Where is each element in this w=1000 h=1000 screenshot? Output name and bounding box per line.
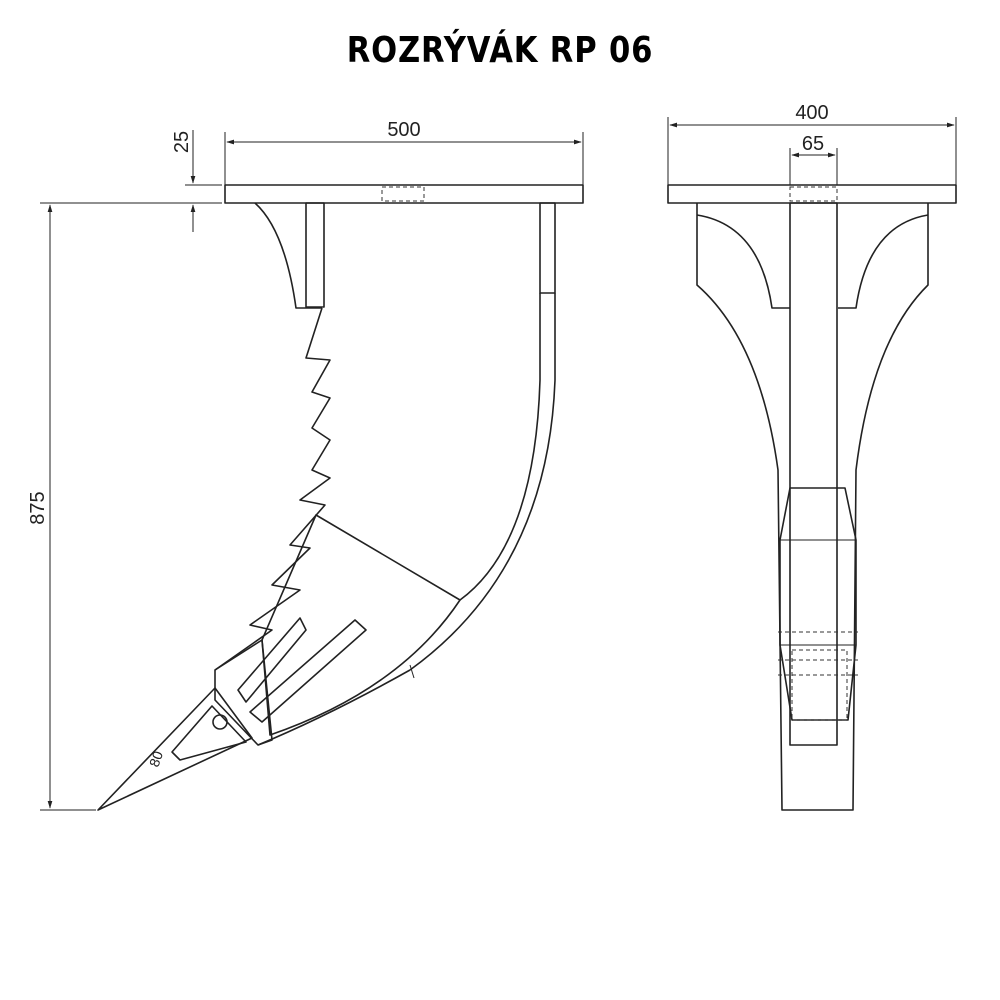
plate-hole-hidden [381, 186, 425, 202]
dim-shank-width: 65 [802, 133, 824, 155]
left-bracket-rib [305, 202, 325, 308]
tooth-width-label: 80 [146, 749, 166, 769]
shank-bottom-curve [257, 669, 411, 746]
tooth-pocket [171, 705, 247, 761]
side-body-outline [696, 203, 929, 811]
front-view: 80 500 25 875 [27, 119, 584, 811]
side-mounting-plate [667, 184, 957, 204]
serrated-front-edge [214, 307, 331, 671]
side-gusset-left [696, 214, 790, 309]
drawing-title: ROZRÝVÁK RP 06 [346, 30, 654, 71]
wear-shroud [261, 514, 461, 736]
shank-outer-curve [409, 293, 556, 671]
shroud-slot-1 [237, 617, 307, 703]
dim-side-width: 400 [795, 102, 828, 124]
shank-inner-curve [459, 293, 541, 601]
side-plate-hole-hidden [789, 186, 838, 202]
front-mounting-plate [224, 184, 584, 204]
tooth-tip [97, 687, 253, 811]
left-bracket [254, 202, 322, 309]
dim-plate-width: 500 [387, 119, 420, 141]
shank-joint-mark [409, 664, 415, 679]
side-gusset-right [838, 214, 929, 309]
side-shank [789, 202, 838, 746]
side-adapter [779, 487, 857, 721]
tooth-pin-hole [212, 714, 228, 730]
dim-plate-thickness: 25 [171, 131, 193, 153]
dim-total-height: 875 [27, 491, 49, 524]
tooth-adapter [214, 639, 273, 746]
shroud-slot-2 [249, 619, 367, 723]
side-view: 400 65 [667, 102, 957, 811]
right-shank-top [539, 202, 556, 294]
